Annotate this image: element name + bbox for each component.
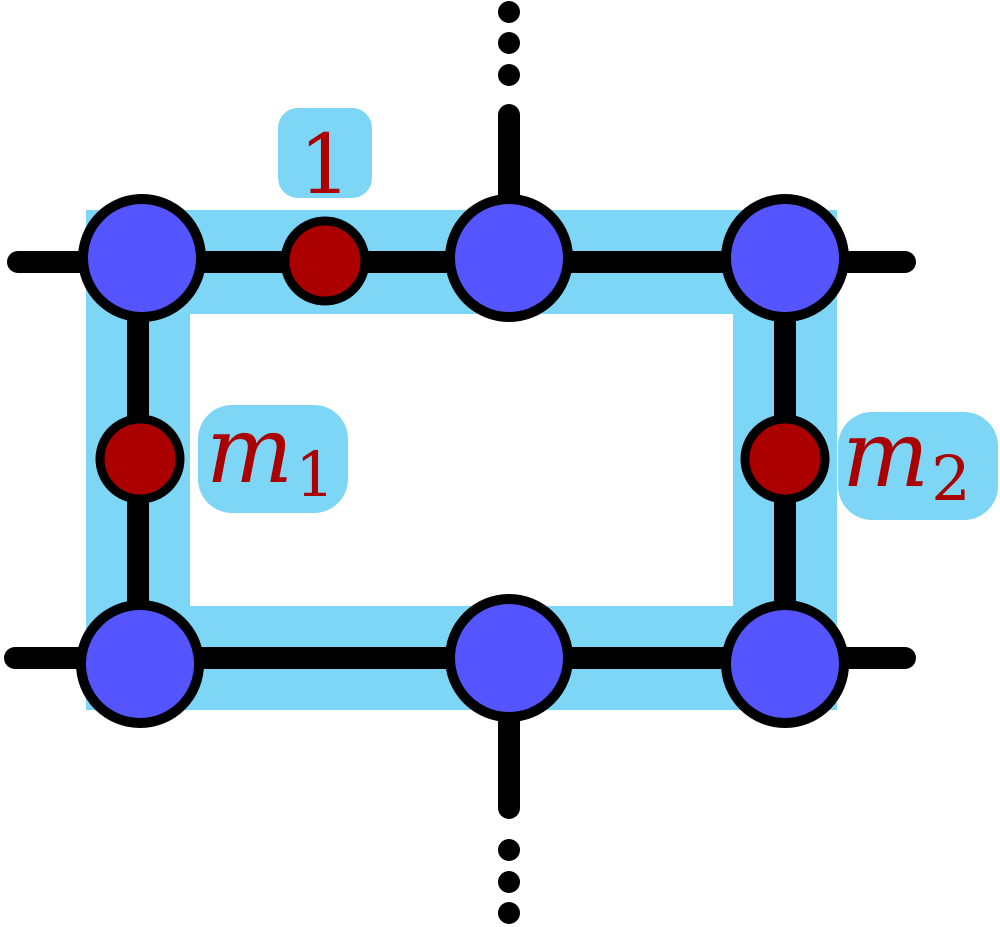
- red-node-right: [740, 414, 830, 504]
- dot: [498, 902, 520, 924]
- label-bg-m1: [198, 405, 348, 513]
- node-top-middle: [445, 194, 573, 322]
- label-m2: m2: [842, 401, 971, 515]
- blue-nodes: [76, 194, 849, 728]
- dot: [498, 64, 520, 86]
- red-nodes: [95, 216, 830, 504]
- dot: [498, 32, 520, 54]
- node-bottom-middle: [445, 594, 573, 722]
- label-m1: m1: [206, 397, 335, 511]
- label-m2-base: m: [842, 401, 929, 508]
- label-m1-base: m: [206, 397, 293, 504]
- label-bg-top: [278, 108, 372, 198]
- node-bottom-left: [76, 600, 204, 728]
- label-bg-m2: [838, 412, 998, 520]
- label-top: 1: [299, 118, 351, 213]
- node-top-left: [78, 194, 206, 322]
- node-bottom-right: [721, 600, 849, 728]
- dot: [498, 1, 520, 23]
- label-m2-sub: 2: [931, 442, 970, 515]
- red-node-top: [280, 216, 370, 306]
- continuation-dots-top: [498, 1, 520, 86]
- red-node-left: [95, 414, 185, 504]
- node-top-right: [721, 194, 849, 322]
- label-m1-sub: 1: [295, 438, 334, 511]
- dot: [498, 839, 520, 861]
- continuation-dots-bottom: [498, 839, 520, 924]
- dot: [498, 871, 520, 893]
